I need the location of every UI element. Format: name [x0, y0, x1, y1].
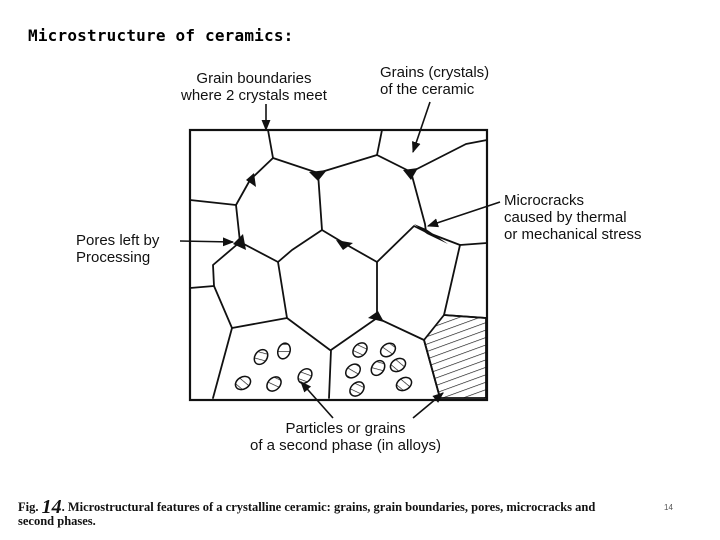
arrow-microcracks: [426, 201, 501, 228]
specimen-frame: [188, 128, 489, 402]
caption-prefix: Fig.: [18, 500, 39, 514]
label-microcracks-line2: caused by thermal: [504, 209, 627, 226]
label-microcracks-line1: Microcracks: [504, 192, 585, 209]
label-pores-line2: Processing: [76, 249, 151, 266]
microcrack: [414, 224, 448, 244]
label-pores: Pores left by Processing: [76, 232, 159, 266]
slide-number: 14: [664, 503, 673, 512]
label-grain-boundaries-line2: where 2 crystals meet: [181, 87, 327, 104]
figure-caption: Fig. 14. Microstructural features of a c…: [18, 496, 595, 519]
slide-title: Microstructure of ceramics:: [28, 26, 294, 45]
label-microcracks-line3: or mechanical stress: [504, 226, 642, 243]
hatched-second-phase-grain: [423, 314, 487, 399]
figure-caption-line2: second phases.: [18, 514, 96, 528]
caption-figure-number: 14: [41, 496, 62, 518]
label-grain-boundaries: Grain boundaries where 2 crystals meet: [181, 70, 327, 104]
label-particles: Particles or grains of a second phase (i…: [250, 420, 441, 454]
label-grains-line1: Grains (crystals): [380, 64, 490, 81]
label-grains-line2: of the ceramic: [380, 81, 475, 98]
label-particles-line2: of a second phase (in alloys): [250, 437, 441, 454]
label-grains: Grains (crystals) of the ceramic: [380, 64, 489, 98]
arrow-grains: [412, 101, 431, 154]
caption-line1: . Microstructural features of a crystall…: [61, 500, 596, 514]
arrow-particles-right: [412, 392, 444, 419]
arrow-particles-left: [300, 381, 334, 419]
arrow-pores: [179, 237, 235, 247]
label-microcracks: Microcracks caused by thermal or mechani…: [504, 192, 642, 243]
label-particles-line1: Particles or grains: [285, 420, 406, 437]
label-pores-line1: Pores left by: [76, 232, 160, 249]
label-grain-boundaries-line1: Grain boundaries: [196, 70, 312, 87]
leader-arrows: [179, 101, 501, 419]
second-phase-particles: [234, 342, 413, 397]
pores: [233, 168, 418, 322]
